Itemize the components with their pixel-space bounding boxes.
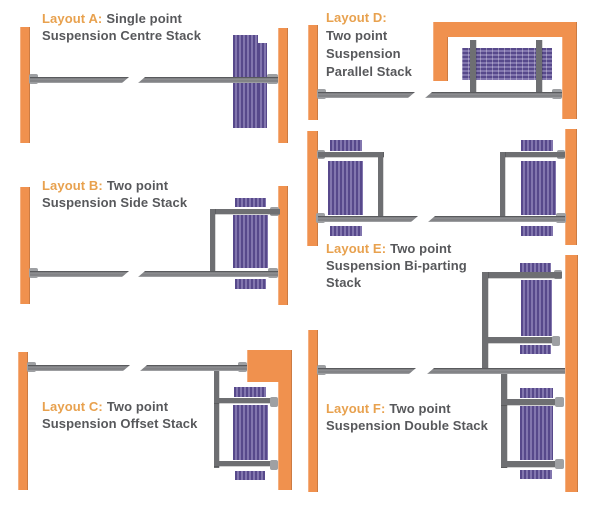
layout-f-upper-frame-post bbox=[482, 272, 488, 374]
layout-c-track-right-segment bbox=[140, 365, 247, 371]
layout-e-right-frame-post bbox=[500, 152, 505, 222]
layout-b-top-rail bbox=[210, 209, 280, 214]
layout-e-wall-right bbox=[565, 129, 577, 245]
layout-f-label: Layout F:Two point Suspension Double Sta… bbox=[326, 400, 488, 434]
layout-c-upper-rail bbox=[214, 398, 272, 403]
layout-f-track-left-segment bbox=[318, 368, 416, 374]
layout-b-wall-right bbox=[278, 186, 288, 305]
layout-b-curtain-stack bbox=[233, 215, 268, 268]
layout-f-lower-upper-rail bbox=[501, 399, 563, 405]
layout-d-wall-left bbox=[308, 25, 318, 120]
layout-e-label-rest: Two point bbox=[390, 241, 452, 256]
layout-e-label-line3: Stack bbox=[326, 275, 362, 290]
layout-a-track-left-segment bbox=[30, 77, 129, 83]
layout-f-lower-bottom-rail bbox=[501, 461, 563, 467]
layout-f-upper-bottom-rail bbox=[488, 337, 560, 343]
layout-e-label-line2: Suspension Bi-parting bbox=[326, 258, 467, 273]
layout-e-left-stack-top-cap bbox=[330, 140, 362, 151]
layout-f-label-accent: Layout F: bbox=[326, 401, 386, 416]
layout-c-track-left-segment bbox=[28, 365, 130, 371]
layout-b-stack-top-cap bbox=[235, 198, 266, 207]
layout-f-lower-bottom-rail-end bbox=[555, 459, 564, 469]
layout-e-left-curtain-stack bbox=[328, 161, 363, 215]
layout-f-label-line2: Suspension Double Stack bbox=[326, 418, 488, 433]
layout-d-suspension-post-right bbox=[536, 40, 542, 96]
layout-d-label-accent: Layout D: bbox=[326, 10, 387, 25]
layout-a-curtain-stack-notch bbox=[258, 43, 267, 128]
layout-e-right-curtain-stack bbox=[521, 161, 556, 215]
layout-c-frame-post bbox=[214, 368, 219, 468]
layout-e-left-frame-post bbox=[378, 152, 383, 222]
layout-a-label-line2: Suspension Centre Stack bbox=[42, 28, 202, 43]
layout-a-wall-right bbox=[278, 28, 288, 143]
layout-c-wall-right bbox=[278, 382, 292, 490]
layout-f-lower-upper-rail-end bbox=[555, 397, 564, 407]
layout-a-label: Layout A:Single point Suspension Centre … bbox=[42, 10, 201, 44]
layout-c-pocket-block bbox=[247, 350, 292, 382]
layout-e-right-stack-top-cap bbox=[521, 140, 553, 151]
layout-b-label-rest: Two point bbox=[106, 178, 169, 193]
layout-f-lower-curtain-stack bbox=[520, 406, 553, 460]
layout-e-wall-left bbox=[307, 131, 318, 246]
layout-e-right-stack-bottom-cap bbox=[521, 226, 553, 236]
layout-f-upper-stack-bottom-cap bbox=[520, 345, 551, 354]
layout-d-pocket-top bbox=[433, 22, 577, 37]
layout-b-wall-left bbox=[20, 187, 30, 304]
layout-e-right-top-rail bbox=[500, 152, 565, 157]
layout-f-upper-bottom-rail-end bbox=[552, 336, 560, 346]
layout-e-track-left-segment bbox=[318, 216, 418, 222]
layout-c-label: Layout C:Two point Suspension Offset Sta… bbox=[42, 398, 197, 432]
layout-d-label: Layout D: Two point Suspension Parallel … bbox=[326, 9, 412, 81]
layout-c-lower-rail-end bbox=[270, 460, 278, 470]
layout-b-label: Layout B:Two point Suspension Side Stack bbox=[42, 177, 187, 211]
layout-b-label-line2: Suspension Side Stack bbox=[42, 195, 188, 210]
layout-a-label-accent: Layout A: bbox=[42, 11, 103, 26]
layout-c-curtain-stack bbox=[233, 405, 268, 460]
layout-d-label-line3: Suspension bbox=[326, 46, 401, 61]
layout-c-stack-top-cap bbox=[234, 387, 266, 397]
layout-d-suspension-post-left bbox=[470, 40, 476, 96]
layout-f-label-rest: Two point bbox=[389, 401, 451, 416]
layout-c-stack-bottom-cap bbox=[235, 471, 265, 480]
layout-f-wall-left bbox=[308, 330, 318, 492]
layout-b-stack-bottom-cap bbox=[235, 279, 266, 289]
layout-a-wall-left bbox=[20, 27, 30, 143]
layout-a-track-right-segment bbox=[138, 77, 278, 83]
layout-b-label-accent: Layout B: bbox=[42, 178, 103, 193]
layout-f-lower-stack-bottom-cap bbox=[520, 470, 552, 479]
layout-c-lower-rail bbox=[214, 461, 272, 466]
layout-c-upper-rail-end bbox=[270, 397, 278, 407]
layout-d-label-line2: Two point bbox=[326, 28, 388, 43]
layout-e-label-accent: Layout E: bbox=[326, 241, 387, 256]
layout-c-wall-left bbox=[18, 352, 28, 490]
layout-e-track-right-segment bbox=[428, 216, 565, 222]
layout-f-upper-curtain-stack bbox=[521, 280, 552, 336]
layout-f-wall-right bbox=[565, 255, 578, 492]
layout-d-pocket-left-leg bbox=[433, 37, 448, 81]
layout-d-track-right-segment bbox=[425, 92, 562, 98]
layout-f-upper-stack-top-cap bbox=[520, 263, 551, 272]
layout-b-frame-post bbox=[210, 209, 215, 275]
layout-c-label-line2: Suspension Offset Stack bbox=[42, 416, 198, 431]
layout-e-left-stack-bottom-cap bbox=[330, 226, 362, 236]
layout-d-pocket-right-leg bbox=[562, 37, 577, 119]
layout-e-label: Layout E:Two point Suspension Bi-parting… bbox=[326, 240, 467, 291]
layout-f-lower-frame-post bbox=[501, 374, 507, 468]
layout-f-upper-top-rail bbox=[482, 272, 562, 278]
layout-c-label-accent: Layout C: bbox=[42, 399, 103, 414]
layout-c-label-rest: Two point bbox=[106, 399, 169, 414]
layout-b-track-right-segment bbox=[138, 271, 278, 277]
layout-a-label-rest: Single point bbox=[106, 11, 182, 26]
layout-d-label-line4: Parallel Stack bbox=[326, 64, 412, 79]
layout-f-lower-stack-top-cap bbox=[520, 388, 553, 398]
layout-b-track-left-segment bbox=[30, 271, 129, 277]
layout-f-track-right-segment bbox=[427, 368, 565, 374]
layout-d-track-left-segment bbox=[318, 92, 415, 98]
layout-e-left-top-rail bbox=[318, 152, 384, 157]
